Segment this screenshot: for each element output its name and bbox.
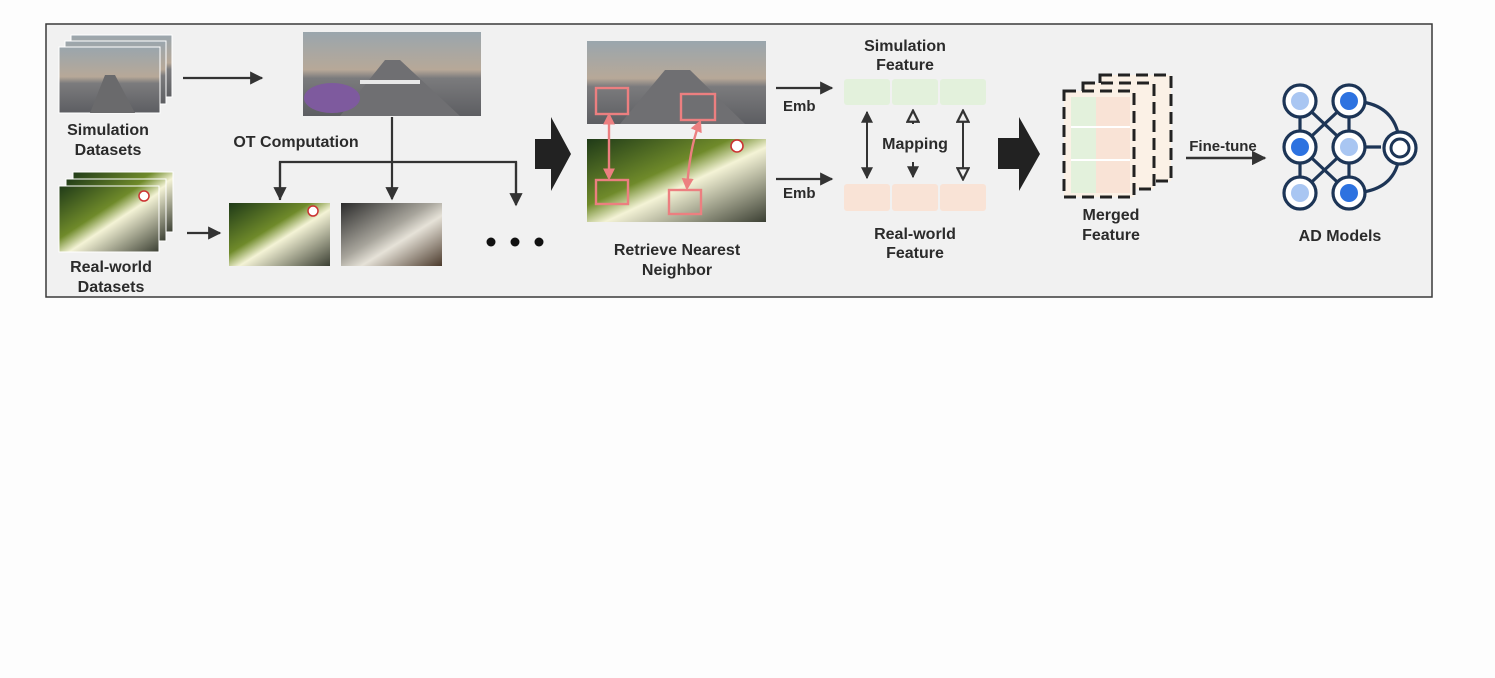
emb-bottom-label: Emb bbox=[783, 185, 816, 202]
sim-datasets-label: Simulation bbox=[67, 122, 149, 139]
sim-feature-blocks bbox=[844, 79, 986, 105]
sim-feature-label: Simulation bbox=[864, 38, 946, 55]
sim-feature-label-2: Feature bbox=[876, 57, 934, 74]
merged-feature-stack bbox=[1062, 73, 1173, 199]
real-feature-label-2: Feature bbox=[886, 245, 944, 262]
nearest-neighbor-boxes bbox=[594, 86, 717, 216]
merged-feature-label-2: Feature bbox=[1082, 227, 1140, 244]
sim-datasets-label-2: Datasets bbox=[75, 142, 142, 159]
fine-tune-label: Fine-tune bbox=[1189, 138, 1257, 155]
simulation-dataset-stack bbox=[58, 34, 173, 114]
retrieve-label-2: Neighbor bbox=[642, 262, 712, 279]
neural-network-icon bbox=[1282, 83, 1418, 211]
emb-top-label: Emb bbox=[783, 98, 816, 115]
real-dataset-stack bbox=[58, 171, 174, 253]
mapping-label: Mapping bbox=[882, 136, 948, 153]
ad-models-label: AD Models bbox=[1299, 228, 1382, 245]
candidate-image-1 bbox=[229, 203, 330, 266]
real-datasets-label-2: Datasets bbox=[78, 279, 145, 296]
mapping-arrows bbox=[861, 112, 963, 178]
ot-source-image bbox=[303, 32, 481, 116]
retrieve-sim-image bbox=[587, 41, 766, 124]
real-datasets-label: Real-world bbox=[70, 259, 152, 276]
real-feature-label: Real-world bbox=[874, 226, 956, 243]
real-feature-blocks bbox=[844, 184, 986, 211]
ot-branch-arrows bbox=[273, 117, 523, 207]
merged-feature-label: Merged bbox=[1083, 207, 1140, 224]
ot-computation-label: OT Computation bbox=[233, 134, 358, 151]
block-arrow-icon-2 bbox=[998, 117, 1040, 191]
more-dots-icon bbox=[486, 237, 544, 247]
block-arrow-icon bbox=[535, 117, 571, 191]
retrieve-label: Retrieve Nearest bbox=[614, 242, 741, 259]
candidate-image-2 bbox=[341, 203, 442, 266]
